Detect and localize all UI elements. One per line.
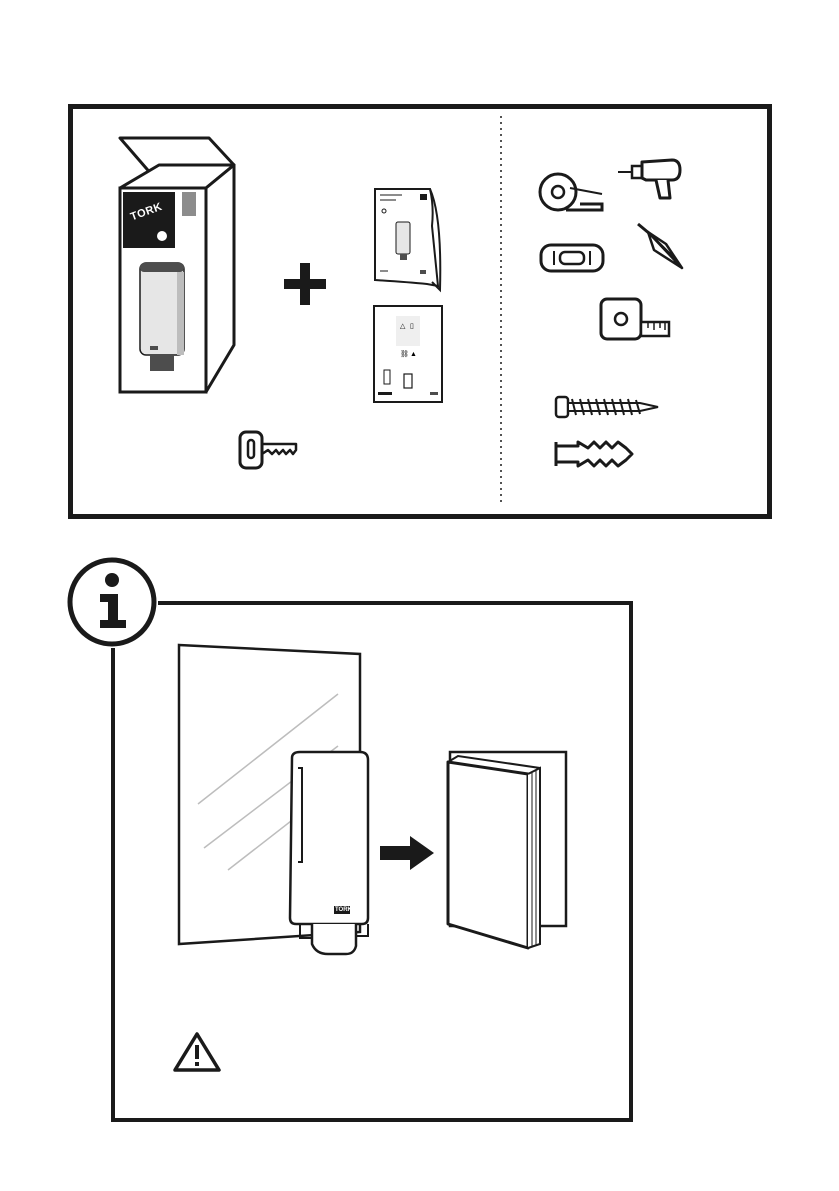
manual-book (444, 748, 570, 954)
tork-box: TORK (114, 130, 244, 400)
dispenser-logo-text: TORK (335, 906, 352, 914)
spirit-level-icon (538, 242, 606, 274)
svg-text:▯: ▯ (410, 323, 414, 330)
screwdriver-icon (636, 222, 688, 274)
instruction-booklet (372, 186, 444, 294)
svg-text:⛓: ⛓ (400, 350, 409, 358)
drill-icon (616, 156, 684, 204)
plus-icon (284, 263, 326, 305)
info-icon (66, 556, 158, 648)
svg-text:▲: ▲ (410, 351, 417, 358)
soap-dispenser: TORK (284, 750, 374, 958)
wall-plug-icon (554, 438, 634, 470)
screw-icon (554, 394, 660, 420)
quick-guide-sheet: △ ▯ ⛓ ▲ (372, 304, 444, 404)
tape-icon (536, 170, 604, 214)
arrow-right-icon (380, 834, 434, 872)
warning-icon (172, 1030, 222, 1074)
measuring-tape-icon (598, 296, 672, 342)
key-icon (238, 430, 298, 472)
svg-text:△: △ (400, 323, 406, 330)
